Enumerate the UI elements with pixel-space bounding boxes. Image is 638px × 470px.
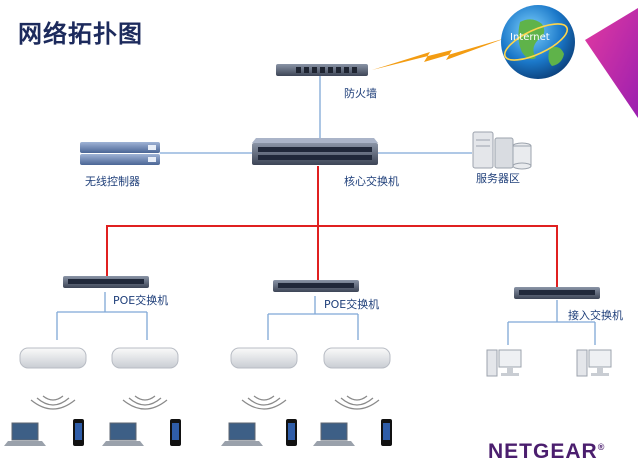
firewall-label: 防火墙: [344, 87, 377, 100]
lan-links: [56, 76, 596, 345]
wifi-signal-1-icon: [30, 395, 76, 410]
laptop-3-icon: [221, 422, 263, 446]
poe-switch-1-label: POE交换机: [113, 294, 169, 307]
wifi-signal-3-icon: [241, 395, 287, 410]
poe-switch-2-label: POE交换机: [324, 298, 380, 311]
access-point-2-icon: [111, 347, 179, 369]
uplink-links: [106, 166, 558, 288]
page-title: 网络拓扑图: [18, 19, 143, 48]
access-point-4-icon: [323, 347, 391, 369]
poe-switch-2-device: [273, 280, 359, 292]
internet-label: Internet: [510, 32, 550, 43]
netgear-logo: NETGEAR®: [488, 440, 605, 464]
firewall-device: [276, 64, 368, 76]
core-switch-label: 核心交换机: [344, 175, 399, 188]
corner-accent: [585, 8, 638, 118]
laptop-1-icon: [4, 422, 46, 446]
phone-4-icon: [381, 419, 392, 446]
laptop-4-icon: [313, 422, 355, 446]
phone-3-icon: [286, 419, 297, 446]
access-point-3-icon: [230, 347, 298, 369]
desktop-pc-1-icon: [486, 349, 522, 377]
access-switch-device: [514, 287, 600, 299]
core-switch-device: [252, 138, 378, 165]
phone-2-icon: [170, 419, 181, 446]
wifi-signal-2-icon: [122, 395, 168, 410]
access-point-1-icon: [19, 347, 87, 369]
brand-name: NETGEAR: [488, 440, 598, 463]
wifi-signal-4-icon: [334, 395, 380, 410]
poe-switch-1-device: [63, 276, 149, 288]
wan-bolt: [372, 38, 506, 70]
phone-1-icon: [73, 419, 84, 446]
laptop-2-icon: [102, 422, 144, 446]
server-zone-icon: [472, 131, 532, 170]
wireless-controller-device: [80, 142, 160, 165]
controller-label: 无线控制器: [85, 175, 140, 188]
registered-mark: ®: [597, 442, 606, 452]
desktop-pc-2-icon: [576, 349, 612, 377]
internet-globe-icon: [501, 5, 575, 79]
access-switch-label: 接入交换机: [568, 309, 623, 322]
server-zone-label: 服务器区: [476, 172, 520, 185]
